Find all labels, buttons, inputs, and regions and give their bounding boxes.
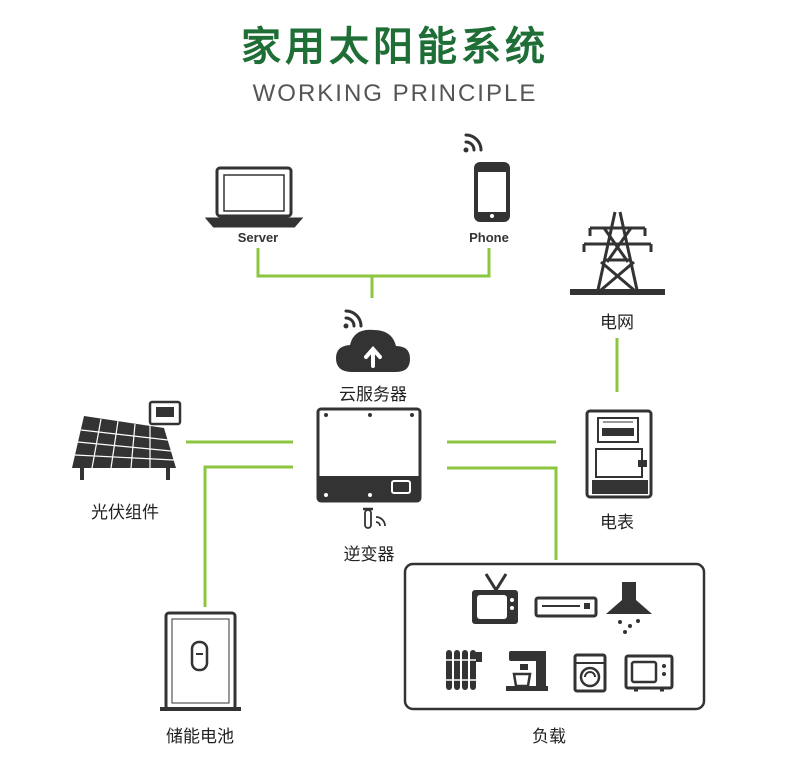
pv-module-label: 光伏组件 [91,503,159,523]
phone-icon [474,162,510,222]
inverter-label: 逆变器 [343,545,395,565]
washing-machine-icon [573,653,607,693]
wifi-icon-phone [463,133,483,153]
diagram-title: 家用太阳能系统 [241,24,549,70]
connector-server-phone [256,248,491,278]
air-conditioner-icon [534,596,598,618]
cloud-upload-icon [336,329,410,372]
laptop-icon [204,166,304,228]
microwave-icon [624,654,674,692]
connector-battery-inverter [203,465,293,607]
coffee-machine-icon [506,651,548,691]
power-tower-icon [570,211,665,295]
oil-heater-icon [444,650,482,690]
diagram-subtitle: WORKING PRINCIPLE [252,80,538,107]
electric-meter-icon [585,409,653,499]
sensor-icon [363,507,386,529]
server-label: Server [237,230,279,245]
solar-panel-icon [72,400,182,480]
battery-label: 储能电池 [166,727,234,747]
tv-icon [472,573,518,624]
load-label: 负载 [532,727,566,747]
wifi-icon-cloud [343,309,363,329]
inverter-icon [316,407,422,503]
grid-label: 电网 [600,313,634,333]
connectors [186,248,619,607]
connector-inverter-load [447,466,558,560]
battery-storage-icon [160,611,241,711]
phone-label: Phone [469,230,509,245]
range-hood-icon [606,582,652,634]
cloud-server-label: 云服务器 [339,385,407,405]
meter-label: 电表 [600,513,634,533]
